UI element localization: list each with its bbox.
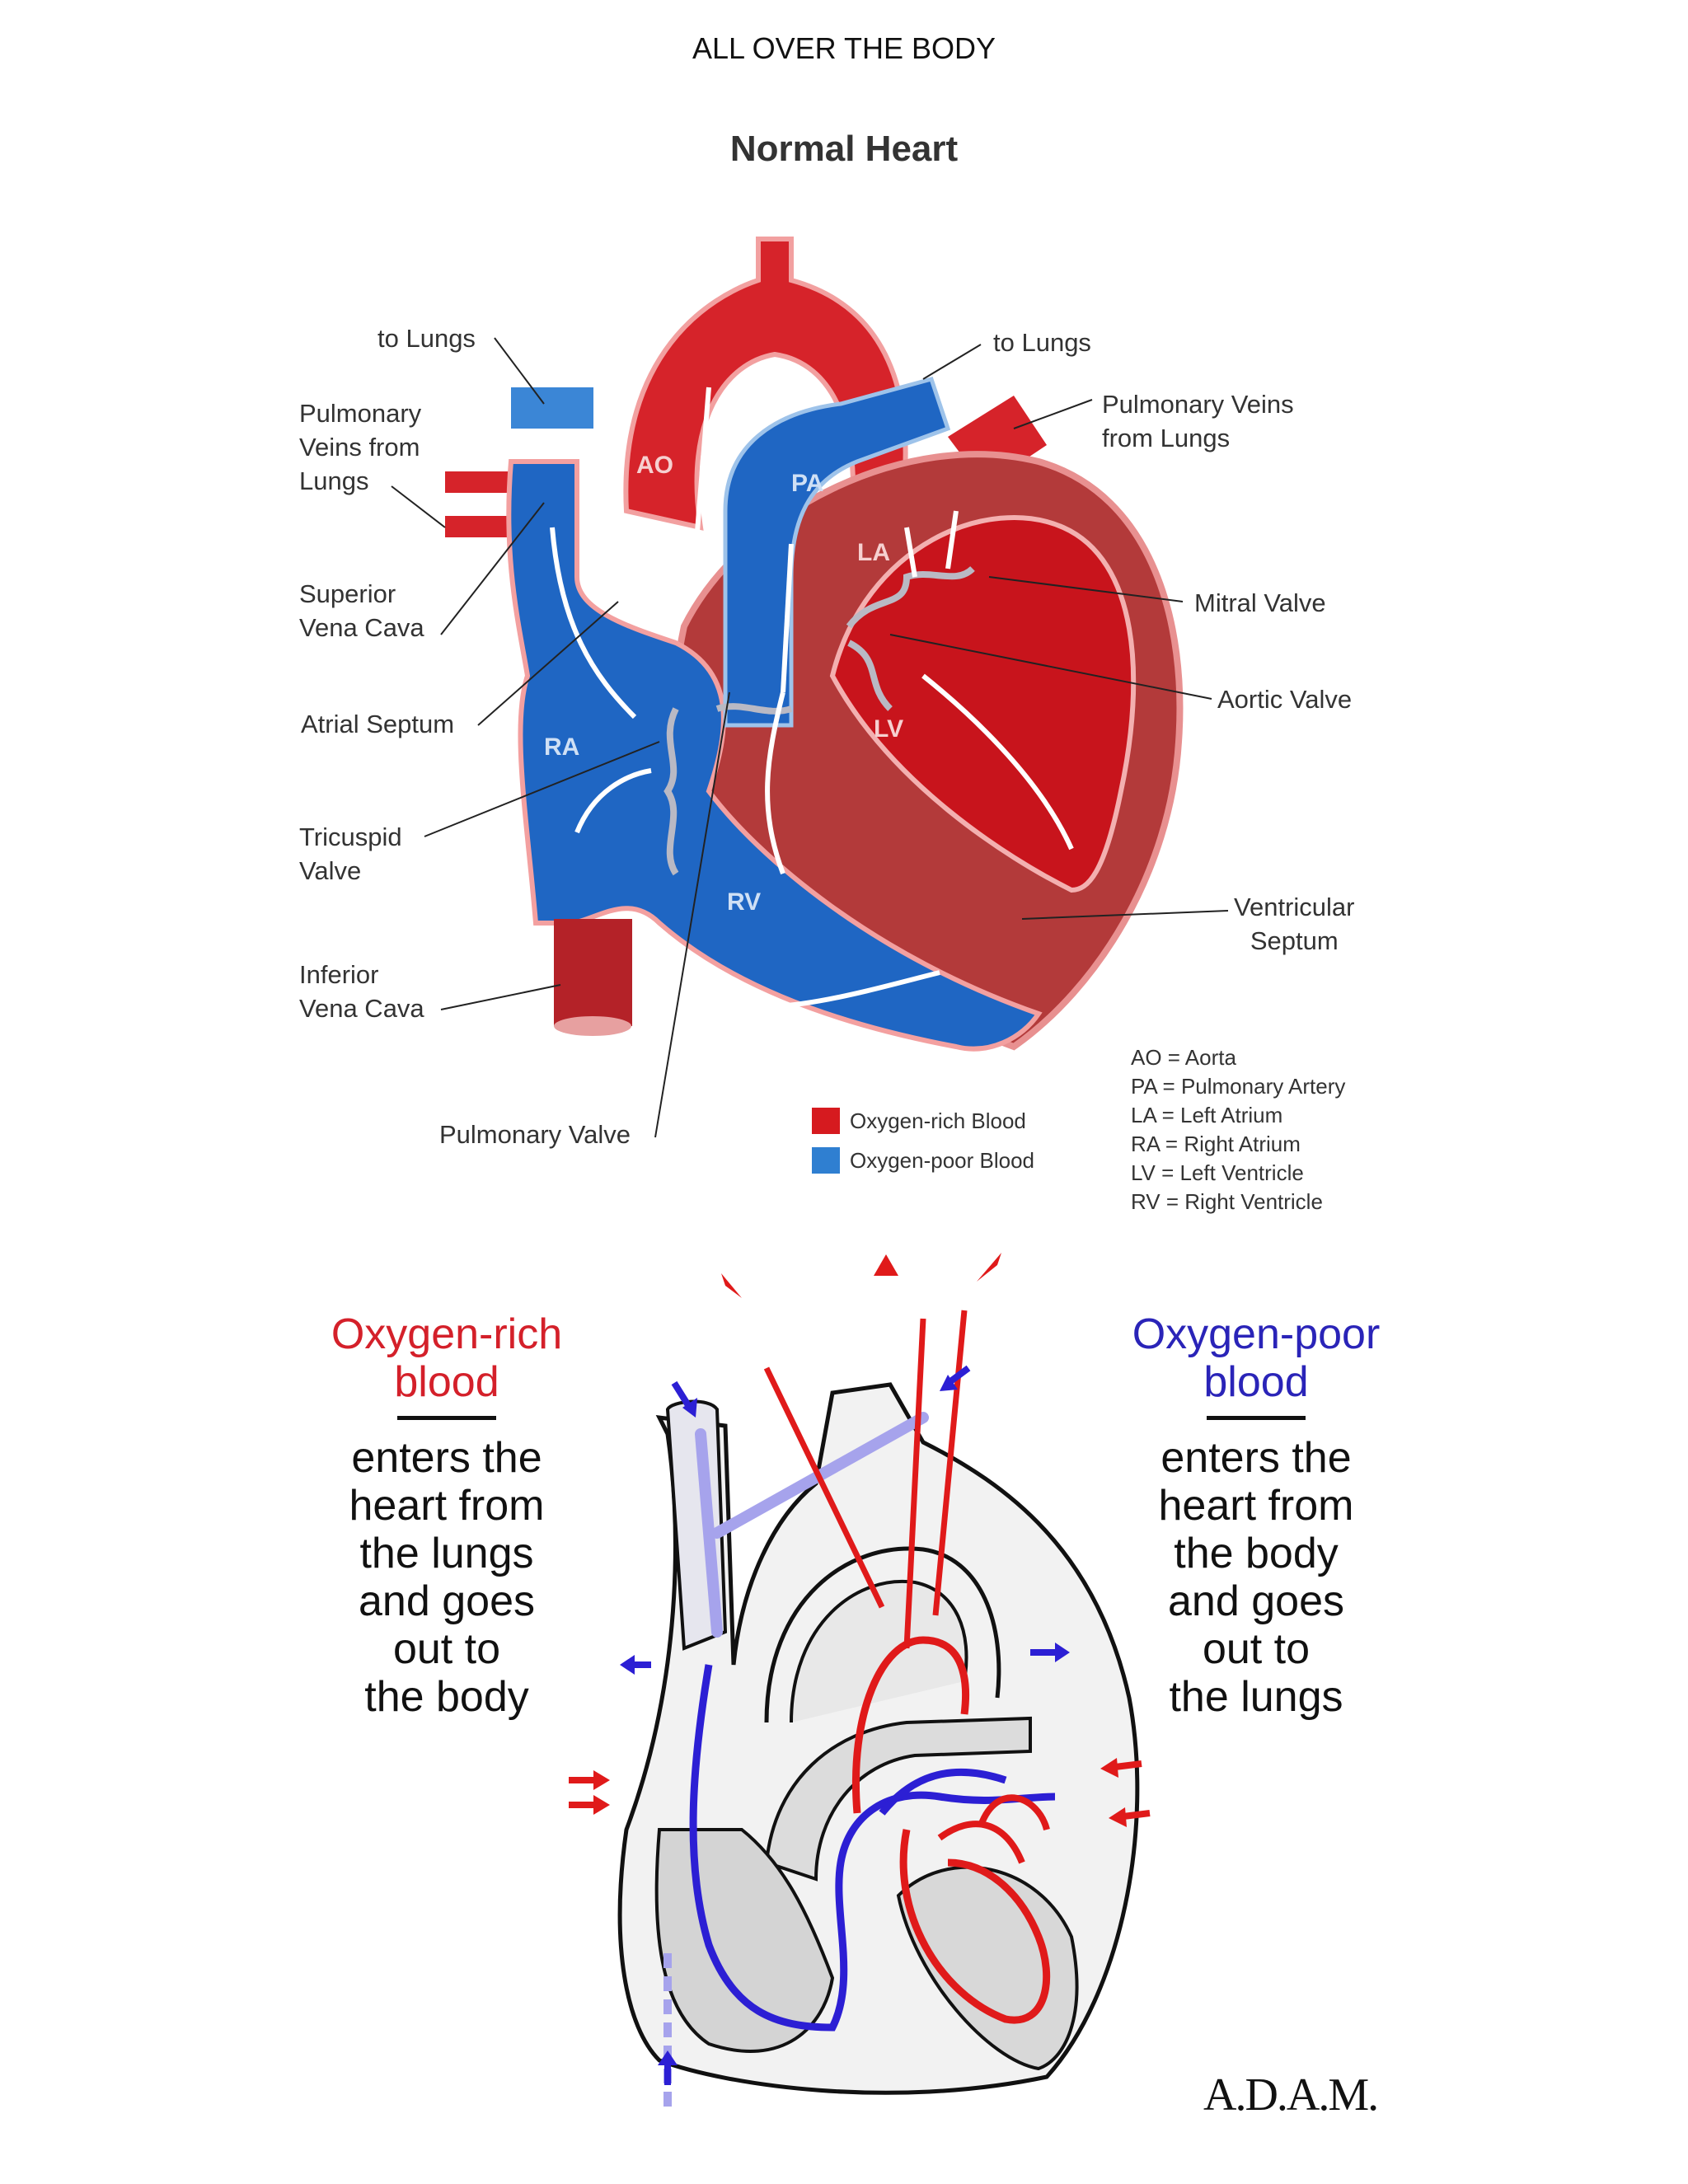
label-pulmonary-veins-left: Pulmonary Veins from Lungs [299, 396, 421, 498]
abbreviation-lv: LV = Left Ventricle [1131, 1159, 1304, 1188]
chamber-label-ra: RA [544, 733, 579, 762]
legend-oxygen-rich: Oxygen-rich Blood [812, 1108, 1026, 1134]
label-tricuspid-valve: Tricuspid Valve [299, 820, 402, 888]
label-superior-vena-cava: Superior Vena Cava [299, 577, 424, 644]
label-pulmonary-valve: Pulmonary Valve [439, 1118, 631, 1151]
chamber-label-pa: PA [791, 470, 823, 498]
chamber-label-la: LA [857, 539, 890, 567]
label-to-lungs-right: to Lungs [993, 326, 1091, 359]
abbreviation-rv: RV = Right Ventricle [1131, 1188, 1323, 1216]
abbreviation-pa: PA = Pulmonary Artery [1131, 1072, 1345, 1101]
legend-swatch-red [812, 1108, 840, 1134]
adam-logo: A.D.A.M. [1203, 2069, 1377, 2121]
legend-label-oxygen-poor: Oxygen-poor Blood [850, 1148, 1034, 1174]
label-pulmonary-veins-right: Pulmonary Veins from Lungs [1102, 387, 1294, 455]
blood-flow-heart-illustration [0, 1236, 1688, 2184]
chamber-label-ao: AO [636, 452, 673, 480]
left-pulmonary-vein-lower [445, 516, 511, 537]
vessel-to-lungs-left [511, 387, 593, 429]
label-aortic-valve: Aortic Valve [1217, 682, 1352, 716]
inferior-vena-cava-vessel [554, 919, 632, 1026]
legend-label-oxygen-rich: Oxygen-rich Blood [850, 1108, 1026, 1134]
legend-swatch-blue [812, 1147, 840, 1174]
abbreviation-la: LA = Left Atrium [1131, 1101, 1282, 1130]
legend-oxygen-poor: Oxygen-poor Blood [812, 1147, 1034, 1174]
label-to-lungs-left: to Lungs [377, 321, 476, 355]
chamber-label-lv: LV [874, 715, 903, 743]
label-inferior-vena-cava: Inferior Vena Cava [299, 958, 424, 1025]
normal-heart-illustration [0, 0, 1688, 1236]
label-atrial-septum: Atrial Septum [301, 707, 454, 741]
abbreviation-ra: RA = Right Atrium [1131, 1130, 1301, 1159]
label-mitral-valve: Mitral Valve [1194, 586, 1326, 620]
abbreviation-ao: AO = Aorta [1131, 1043, 1236, 1072]
left-pulmonary-vein-upper [445, 471, 511, 493]
chamber-label-rv: RV [727, 888, 761, 916]
label-ventricular-septum: Ventricular Septum [1234, 890, 1354, 958]
